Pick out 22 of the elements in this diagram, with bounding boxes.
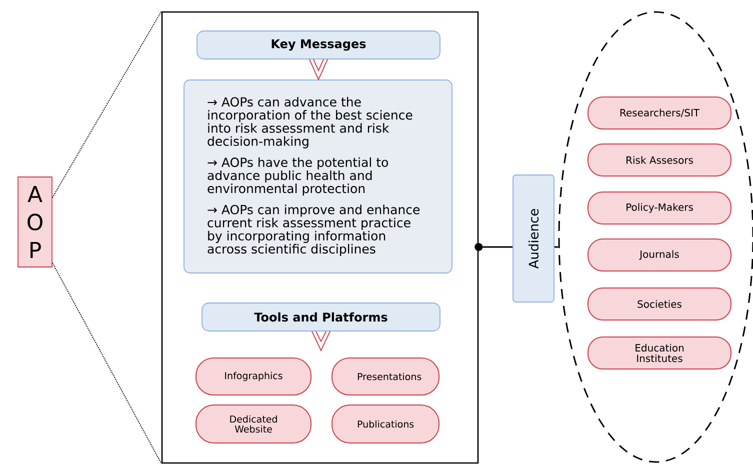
pill-box: Risk Assesors	[588, 144, 732, 176]
connector-line	[474, 243, 513, 251]
pill-box: Education Institutes	[588, 336, 732, 370]
header-box: Key Messages	[196, 30, 440, 60]
dotted-line	[52, 10, 162, 198]
pill-box: Dedicated Website	[196, 404, 312, 444]
label-box: A O P	[18, 176, 52, 268]
header-box: Tools and Platforms	[202, 302, 440, 332]
chevron-arrow	[312, 330, 330, 352]
pill-box: Presentations	[332, 358, 440, 396]
pill-box: Infographics	[196, 358, 312, 396]
label-box: Audience	[512, 174, 554, 302]
connector-line	[554, 246, 558, 248]
pill-box: Researchers/SIT	[588, 96, 732, 130]
pill-box: Societies	[588, 288, 732, 320]
dotted-line	[52, 262, 162, 464]
panel-frame	[161, 11, 479, 464]
text-box: → AOPs can advance the incorporation of the best science into risk assessment and risk decision-making → AOPs have the potential to advance public health and environmental protection → AOPs can improve and enhance current risk assessment practice by incorporating information across scientific disciplines	[184, 80, 452, 274]
pill-box: Policy-Makers	[588, 192, 732, 224]
pill-box: Journals	[588, 238, 732, 272]
pill-box: Publications	[332, 404, 440, 444]
chevron-arrow	[309, 58, 328, 81]
